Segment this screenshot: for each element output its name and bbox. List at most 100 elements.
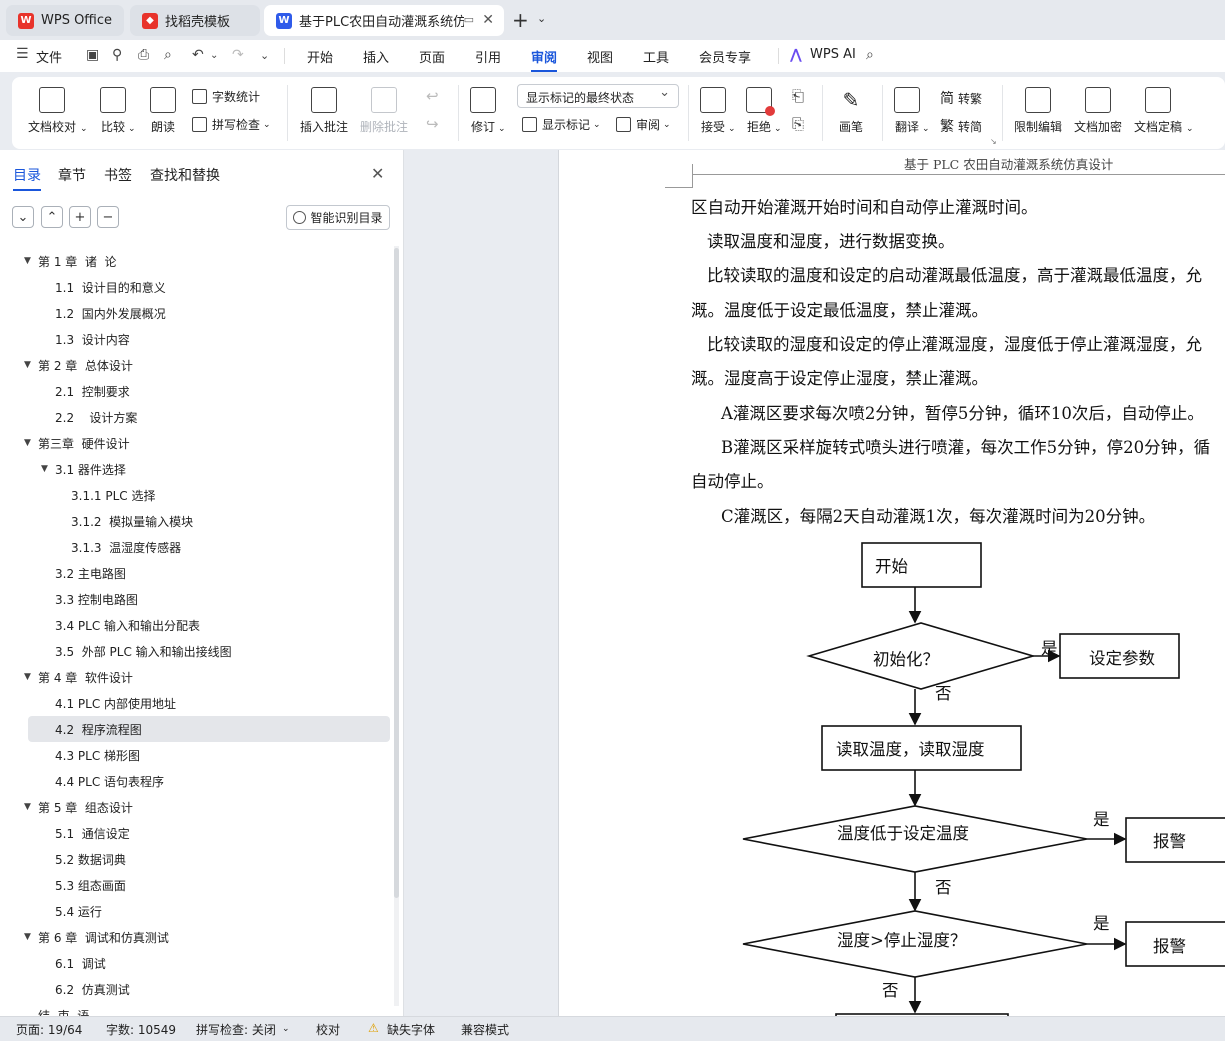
tab-list-chevron-icon[interactable]: ⌄ bbox=[537, 12, 547, 25]
next-comment-icon[interactable]: ↪ bbox=[426, 115, 439, 133]
prev-comment-icon[interactable]: ↩ bbox=[426, 87, 439, 105]
toc-item[interactable]: 5.3 组态画面 bbox=[55, 872, 390, 898]
translate-chevron-icon[interactable]: ⌄ bbox=[922, 124, 930, 134]
menu-file[interactable]: 文件 bbox=[36, 51, 63, 66]
tab-docer-templates[interactable]: ◆ 找稻壳模板 bbox=[130, 5, 260, 36]
undo-icon[interactable]: ↶ bbox=[192, 47, 204, 63]
toc-item[interactable]: 第 4 章 软件设计 bbox=[38, 664, 390, 690]
dialog-launcher-icon[interactable]: ↘ bbox=[990, 137, 997, 146]
toc-item[interactable]: 结 束 语 bbox=[38, 1002, 390, 1017]
menu-page[interactable]: 页面 bbox=[419, 51, 446, 66]
document-page[interactable]: 基于 PLC 农田自动灌溉系统仿真设计 区自动开始灌溉开始时间和自动停止灌溉时间… bbox=[558, 150, 1225, 1016]
toc-item[interactable]: 3.1.2 模拟量输入模块 bbox=[71, 508, 390, 534]
revise-button[interactable]: 修订 bbox=[470, 87, 496, 135]
expand-caret-icon[interactable]: ▼ bbox=[24, 438, 31, 448]
accept-button[interactable]: 接受 bbox=[700, 87, 726, 135]
collapse-all-button[interactable]: ⌄ bbox=[12, 206, 34, 228]
menu-insert[interactable]: 插入 bbox=[363, 51, 390, 66]
nav-tab-toc[interactable]: 目录 bbox=[13, 165, 41, 191]
status-word-count[interactable]: 字数: 10549 bbox=[106, 1023, 177, 1037]
review-pane-chevron-icon[interactable]: ⌄ bbox=[663, 119, 671, 130]
toc-item[interactable]: 3.2 主电路图 bbox=[55, 560, 390, 586]
reject-chevron-icon[interactable]: ⌄ bbox=[774, 124, 782, 134]
status-proofread[interactable]: 校对 bbox=[316, 1023, 341, 1037]
status-missing-font[interactable]: 缺失字体 bbox=[387, 1023, 436, 1037]
expand-caret-icon[interactable]: ▼ bbox=[24, 802, 31, 812]
doc-check-chevron-icon[interactable]: ⌄ bbox=[80, 124, 88, 134]
menu-member[interactable]: 会员专享 bbox=[699, 51, 752, 66]
nav-tab-find-replace[interactable]: 查找和替换 bbox=[150, 168, 220, 184]
toc-item[interactable]: 第 2 章 总体设计 bbox=[38, 352, 390, 378]
toc-scrollbar-thumb[interactable] bbox=[394, 248, 399, 898]
close-panel-icon[interactable]: ✕ bbox=[371, 164, 385, 183]
toc-item[interactable]: 3.5 外部 PLC 输入和输出接线图 bbox=[55, 638, 390, 664]
toc-item[interactable]: 2.1 控制要求 bbox=[55, 378, 390, 404]
toc-item[interactable]: 5.1 通信设定 bbox=[55, 820, 390, 846]
expand-caret-icon[interactable]: ▼ bbox=[24, 932, 31, 942]
toc-item[interactable]: 5.4 运行 bbox=[55, 898, 390, 924]
accept-chevron-icon[interactable]: ⌄ bbox=[728, 124, 736, 134]
hamburger-icon[interactable]: ☰ bbox=[16, 46, 29, 62]
delete-comment-button[interactable]: 删除批注 bbox=[360, 87, 408, 135]
compare-button[interactable]: 比较 bbox=[100, 87, 126, 135]
review-pane-button[interactable]: 审阅 ⌄ bbox=[616, 116, 671, 133]
menu-view[interactable]: 视图 bbox=[587, 51, 614, 66]
nav-tab-bookmarks[interactable]: 书签 bbox=[104, 168, 132, 184]
toc-item[interactable]: 5.2 数据词典 bbox=[55, 846, 390, 872]
close-tab-icon[interactable]: ✕ bbox=[482, 12, 494, 28]
smart-toc-button[interactable]: 智能识别目录 bbox=[286, 205, 390, 230]
toc-item[interactable]: 第 1 章 诸 论 bbox=[38, 248, 390, 274]
reject-button[interactable]: 拒绝 bbox=[746, 87, 775, 135]
insert-comment-button[interactable]: 插入批注 bbox=[300, 87, 348, 135]
translate-button[interactable]: 翻译 bbox=[894, 87, 920, 135]
compare-chevron-icon[interactable]: ⌄ bbox=[128, 124, 136, 134]
nav-tab-chapters[interactable]: 章节 bbox=[58, 168, 86, 184]
undo-dropdown-icon[interactable]: ⌄ bbox=[210, 50, 219, 61]
toc-item[interactable]: 4.3 PLC 梯形图 bbox=[55, 742, 390, 768]
toc-item[interactable]: 1.2 国内外发展概况 bbox=[55, 300, 390, 326]
toc-item[interactable]: 4.4 PLC 语句表程序 bbox=[55, 768, 390, 794]
new-tab-icon[interactable]: + bbox=[512, 8, 529, 32]
status-compat-mode[interactable]: 兼容模式 bbox=[461, 1023, 510, 1037]
to-traditional-button[interactable]: 简 转繁 bbox=[940, 88, 982, 108]
search-icon[interactable]: ⌕ bbox=[866, 47, 874, 63]
print-preview-icon[interactable]: ⌕ bbox=[164, 47, 172, 63]
pen-button[interactable]: ✎ 画笔 bbox=[838, 87, 864, 135]
toc-item[interactable]: 3.4 PLC 输入和输出分配表 bbox=[55, 612, 390, 638]
save-icon[interactable]: ▣ bbox=[86, 47, 100, 63]
doc-check-button[interactable]: 文档校对 bbox=[28, 87, 76, 135]
spell-check-button[interactable]: 拼写检查 ⌄ bbox=[192, 116, 271, 133]
tab-wps-office[interactable]: W WPS Office bbox=[6, 5, 124, 36]
toc-item[interactable]: 第 6 章 调试和仿真测试 bbox=[38, 924, 390, 950]
redo-icon[interactable]: ↷ bbox=[232, 47, 244, 63]
menu-references[interactable]: 引用 bbox=[475, 51, 502, 66]
next-change-icon[interactable]: ⎘ bbox=[792, 115, 805, 133]
toc-item[interactable]: 3.1 器件选择 bbox=[55, 456, 390, 482]
toc-item[interactable]: 6.2 仿真测试 bbox=[55, 976, 390, 1002]
spell-check-chevron-icon[interactable]: ⌄ bbox=[263, 119, 271, 130]
revise-chevron-icon[interactable]: ⌄ bbox=[498, 124, 506, 134]
finalize-chevron-icon[interactable]: ⌄ bbox=[1186, 124, 1194, 134]
add-heading-button[interactable]: + bbox=[69, 206, 91, 228]
toc-item[interactable]: 1.1 设计目的和意义 bbox=[55, 274, 390, 300]
toc-item[interactable]: 6.1 调试 bbox=[55, 950, 390, 976]
finalize-button[interactable]: 文档定稿 bbox=[1134, 87, 1182, 135]
toc-item[interactable]: 第 5 章 组态设计 bbox=[38, 794, 390, 820]
spell-check-chevron-icon[interactable]: ⌄ bbox=[282, 1024, 290, 1034]
show-markup-chevron-icon[interactable]: ⌄ bbox=[593, 119, 601, 130]
word-count-button[interactable]: 字数统计 bbox=[192, 88, 260, 105]
toc-item[interactable]: 3.3 控制电路图 bbox=[55, 586, 390, 612]
read-aloud-button[interactable]: 朗读 bbox=[150, 87, 176, 135]
encrypt-button[interactable]: 文档加密 bbox=[1074, 87, 1122, 135]
show-markup-button[interactable]: 显示标记 ⌄ bbox=[522, 116, 601, 133]
menu-home[interactable]: 开始 bbox=[307, 51, 334, 66]
quick-access-more-icon[interactable]: ⌄ bbox=[260, 49, 270, 62]
expand-caret-icon[interactable]: ▼ bbox=[41, 464, 48, 474]
expand-caret-icon[interactable]: ▼ bbox=[24, 360, 31, 370]
prev-change-icon[interactable]: ⎗ bbox=[792, 87, 805, 105]
restrict-edit-button[interactable]: 限制编辑 bbox=[1014, 87, 1062, 135]
toc-item[interactable]: 4.1 PLC 内部使用地址 bbox=[55, 690, 390, 716]
toc-item[interactable]: 3.1.1 PLC 选择 bbox=[71, 482, 390, 508]
menu-wps-ai[interactable]: WPS AI bbox=[810, 47, 856, 62]
expand-caret-icon[interactable]: ▼ bbox=[24, 672, 31, 682]
